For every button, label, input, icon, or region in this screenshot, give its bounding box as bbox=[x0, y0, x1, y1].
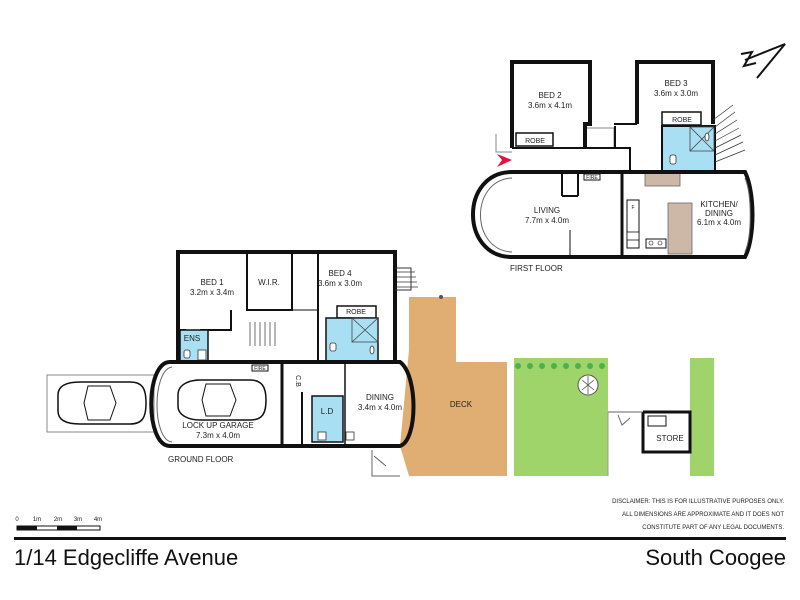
room-name-kitchen: KITCHEN/ bbox=[700, 200, 738, 209]
ld-label: L.D bbox=[321, 407, 334, 416]
room-name-bed3: BED 3 bbox=[664, 79, 688, 88]
car-icon-carport bbox=[57, 381, 147, 425]
store-label: STORE bbox=[656, 434, 683, 443]
property-address: 1/14 Edgecliffe Avenue bbox=[14, 545, 239, 570]
ground-floor-label: GROUND FLOOR bbox=[168, 455, 234, 464]
fire-label-first: FIRE bbox=[586, 175, 598, 181]
car-icon-garage bbox=[177, 379, 267, 421]
disclaimer-line-3: CONSTITUTE PART OF ANY LEGAL DOCUMENTS. bbox=[642, 525, 784, 531]
room-dims-dining: 3.4m x 4.0m bbox=[358, 403, 402, 412]
disclaimer-line-1: DISCLAIMER: THIS IS FOR ILLUSTRATIVE PUR… bbox=[612, 499, 784, 505]
disclaimer-line-2: ALL DIMENSIONS ARE APPROXIMATE AND IT DO… bbox=[622, 512, 784, 518]
room-name-bed1: BED 1 bbox=[200, 278, 224, 287]
room-dims-garage: 7.3m x 4.0m bbox=[196, 431, 240, 440]
north-arrow-icon bbox=[740, 43, 786, 79]
room-dims-bed2: 3.6m x 4.1m bbox=[528, 101, 572, 110]
scale-tick-3: 3m bbox=[74, 517, 82, 523]
room-name-living: LIVING bbox=[534, 206, 560, 215]
lawn-strip bbox=[690, 358, 714, 476]
footer-divider bbox=[14, 537, 786, 540]
room-name-dining: DINING bbox=[366, 393, 394, 402]
room-name-bed4: BED 4 bbox=[328, 269, 352, 278]
room-dims-bed1: 3.2m x 3.4m bbox=[190, 288, 234, 297]
deck-area bbox=[400, 297, 507, 476]
fire-label-ground: FIRE bbox=[254, 366, 266, 372]
scale-tick-1: 1m bbox=[33, 517, 41, 523]
robe-label-bed4: ROBE bbox=[346, 309, 366, 316]
hedge bbox=[515, 363, 605, 369]
room-name-kitchen-2: DINING bbox=[705, 209, 733, 218]
first-floor-label: FIRST FLOOR bbox=[510, 264, 563, 273]
entry-arrow-icon bbox=[497, 154, 512, 167]
scale-tick-0: 0 bbox=[15, 517, 19, 523]
cb-label: C.B bbox=[294, 375, 301, 387]
room-dims-kitchen: 6.1m x 4.0m bbox=[697, 218, 741, 227]
room-name-bed2: BED 2 bbox=[538, 91, 562, 100]
scale-bar: 0 1m 2m 3m 4m bbox=[15, 517, 102, 531]
scale-tick-2: 2m bbox=[54, 517, 62, 523]
deck-label: DECK bbox=[450, 400, 473, 409]
room-dims-bed3: 3.6m x 3.0m bbox=[654, 89, 698, 98]
first-floor bbox=[471, 60, 755, 259]
tree-icon bbox=[577, 374, 599, 396]
room-name-garage: LOCK UP GARAGE bbox=[182, 421, 253, 430]
robe-label-bed3: ROBE bbox=[672, 117, 692, 124]
lawn bbox=[514, 358, 608, 476]
property-suburb: South Coogee bbox=[645, 545, 786, 570]
ens-label: ENS bbox=[184, 334, 200, 343]
scale-tick-4: 4m bbox=[94, 517, 102, 523]
room-dims-living: 7.7m x 4.0m bbox=[525, 216, 569, 225]
f-mark: F bbox=[631, 205, 634, 211]
wir-label: W.I.R. bbox=[258, 278, 280, 287]
room-dims-bed4: 3.6m x 3.0m bbox=[318, 279, 362, 288]
robe-label-bed2: ROBE bbox=[525, 138, 545, 145]
